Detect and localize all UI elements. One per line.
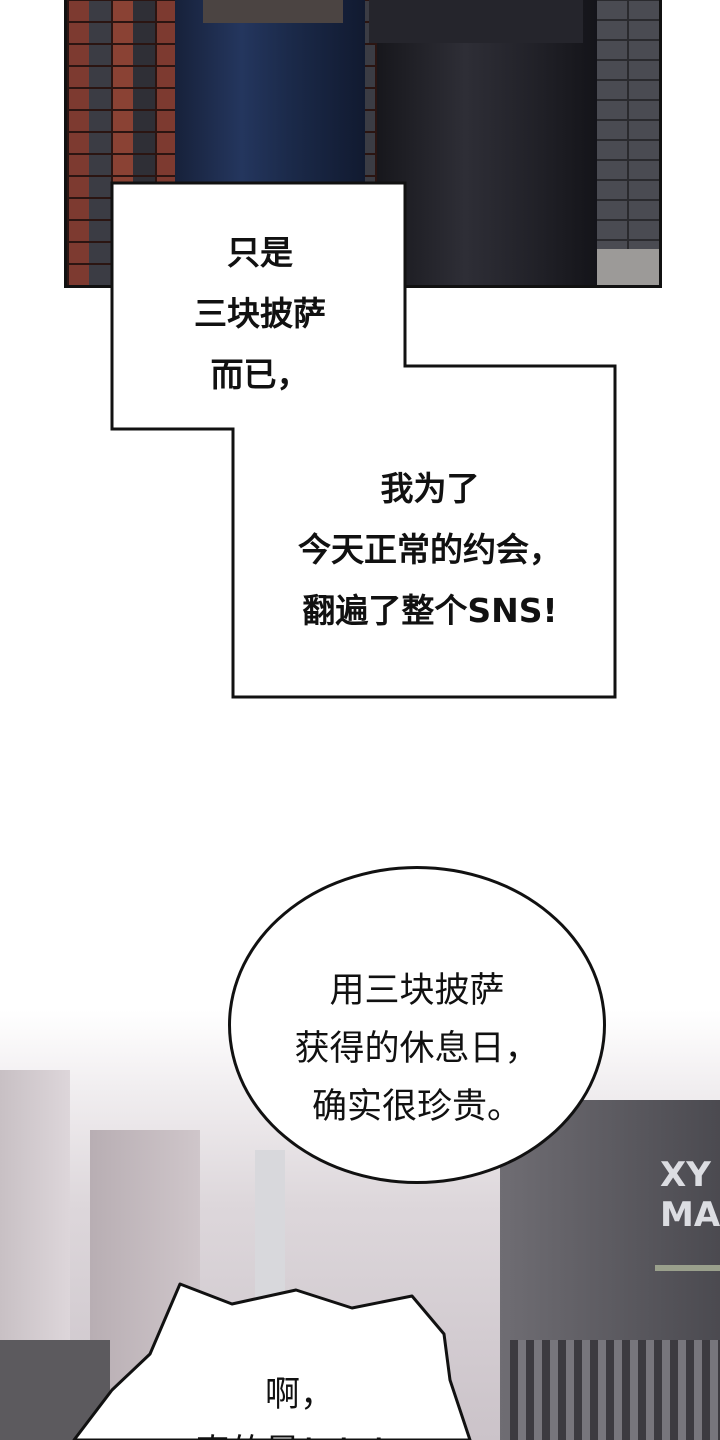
figure-jacket-hem xyxy=(203,0,343,23)
building-stripe xyxy=(655,1265,720,1271)
figure-dark-coat-hem xyxy=(369,0,583,43)
bubble-line: 用三块披萨 xyxy=(329,971,505,1011)
narration-line: 只是 xyxy=(227,233,293,272)
speech-bubble-round-text: 用三块披萨 获得的休息日， 确实很珍贵。 xyxy=(228,962,606,1136)
sign-line: XY xyxy=(660,1155,711,1195)
building-sign: XY MA xyxy=(660,1155,720,1235)
bubble-line: 啊， xyxy=(264,1375,335,1415)
narration-text-bottom: 我为了 今天正常的约会， 翻遍了整个SNS! xyxy=(244,458,616,641)
narration-line: 我为了 xyxy=(380,469,480,508)
narration-line: 今天正常的约会， xyxy=(298,530,562,569)
figure-dark-trouser-legs xyxy=(377,0,597,285)
narration-text-top: 只是 三块披萨 而已， xyxy=(150,222,370,405)
sign-line: MA xyxy=(660,1195,720,1235)
narration-box-outline xyxy=(110,181,617,699)
narration-line: 翻遍了整个SNS! xyxy=(302,591,558,630)
bubble-line: 获得的休息日， xyxy=(294,1029,540,1069)
top-illustration-panel xyxy=(64,0,662,288)
storefront xyxy=(510,1340,720,1440)
speech-bubble-spiky xyxy=(72,1282,472,1440)
bubble-line: 确实很珍贵。 xyxy=(311,1087,522,1127)
narration-box: 只是 三块披萨 而已， 我为了 今天正常的约会， 翻遍了整个SNS! xyxy=(110,181,617,699)
speech-bubble-round xyxy=(228,866,606,1184)
bubble-line: 真的是！！！ xyxy=(170,1424,430,1440)
speech-bubble-spiky-text: 啊， 真的是！！！ xyxy=(170,1366,430,1440)
narration-line: 三块披萨 xyxy=(194,294,326,333)
narration-line: 而已， xyxy=(210,355,310,394)
